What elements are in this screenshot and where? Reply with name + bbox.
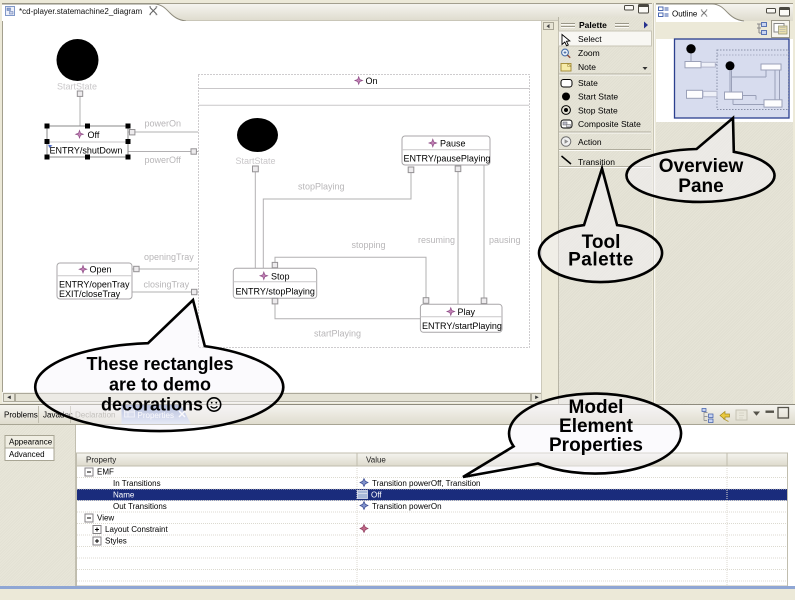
svg-text:State: State — [578, 78, 598, 88]
svg-text:EMF: EMF — [97, 468, 114, 477]
svg-text:View: View — [97, 514, 114, 523]
svg-text:stopPlaying: stopPlaying — [298, 181, 345, 191]
svg-text:Advanced: Advanced — [9, 450, 45, 459]
svg-text:ENTRY/startPlaying: ENTRY/startPlaying — [422, 321, 502, 331]
svg-text:Problems: Problems — [4, 411, 38, 420]
svg-text:Out Transitions: Out Transitions — [113, 502, 167, 511]
svg-text:openingTray: openingTray — [144, 252, 194, 262]
svg-text:Stop State: Stop State — [578, 106, 618, 116]
svg-text:Start State: Start State — [578, 92, 618, 102]
svg-text:ENTRY/stopPlaying: ENTRY/stopPlaying — [236, 286, 315, 296]
svg-text:resuming: resuming — [418, 235, 455, 245]
svg-text:Transition: Transition — [578, 157, 615, 167]
svg-text:Stop: Stop — [271, 271, 290, 281]
svg-text:Note: Note — [578, 62, 596, 72]
svg-text:Action: Action — [578, 137, 602, 147]
svg-text:pausing: pausing — [489, 235, 521, 245]
svg-text:On: On — [366, 76, 378, 86]
svg-text:Pause: Pause — [440, 139, 466, 149]
svg-text:ENTRY/openTray: ENTRY/openTray — [59, 279, 130, 289]
svg-text:Transition powerOff, Transitio: Transition powerOff, Transition — [372, 479, 481, 488]
svg-text:StartState: StartState — [57, 82, 97, 92]
svg-text:powerOff: powerOff — [145, 155, 182, 165]
svg-text:Appearance: Appearance — [9, 438, 53, 447]
svg-text:Name: Name — [113, 491, 135, 500]
svg-text:ENTRY/shutDown: ENTRY/shutDown — [50, 146, 123, 156]
svg-text:Zoom: Zoom — [578, 48, 600, 58]
svg-text:Layout Constraint: Layout Constraint — [105, 525, 168, 534]
svg-text:Select: Select — [578, 34, 602, 44]
svg-text:Composite State: Composite State — [578, 119, 641, 129]
svg-text:Off: Off — [88, 130, 100, 140]
svg-text:startPlaying: startPlaying — [314, 329, 361, 339]
svg-text:Open: Open — [90, 264, 112, 274]
svg-text:Property: Property — [86, 456, 116, 465]
svg-text:Outline: Outline — [672, 10, 698, 19]
svg-text:StartState: StartState — [236, 156, 276, 166]
svg-text:powerOn: powerOn — [145, 119, 182, 129]
svg-text:Off: Off — [371, 491, 382, 500]
svg-text:*cd-player.statemachine2_diagr: *cd-player.statemachine2_diagram — [19, 7, 143, 16]
svg-text:In Transitions: In Transitions — [113, 479, 161, 488]
svg-text:Transition powerOn: Transition powerOn — [372, 502, 442, 511]
svg-text:Value: Value — [366, 456, 386, 465]
svg-text:Palette: Palette — [579, 20, 607, 30]
svg-text:ENTRY/pausePlaying: ENTRY/pausePlaying — [404, 153, 491, 163]
svg-text:Styles: Styles — [105, 537, 127, 546]
svg-text:Play: Play — [458, 307, 476, 317]
svg-text:EXIT/closeTray: EXIT/closeTray — [59, 289, 121, 299]
svg-text:stopping: stopping — [352, 240, 386, 250]
svg-text:closingTray: closingTray — [144, 280, 190, 290]
